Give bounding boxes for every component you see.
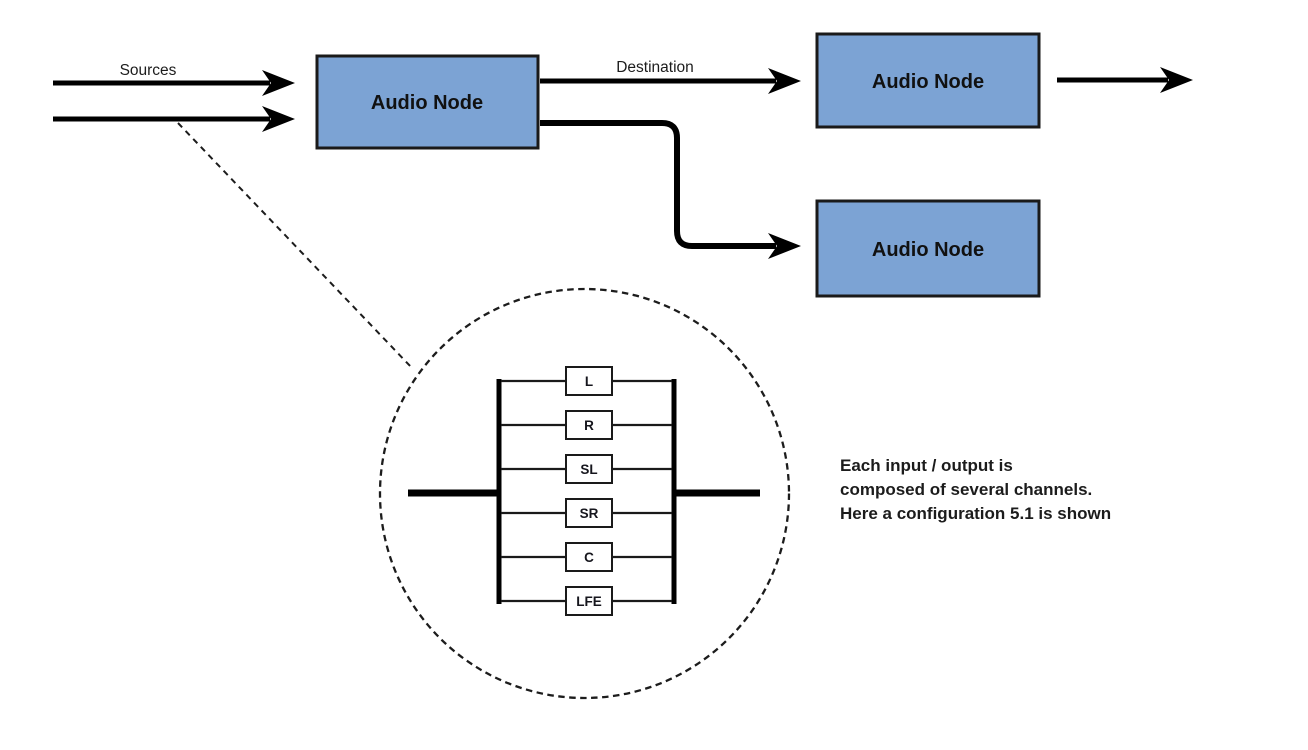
source-arrowhead-1 bbox=[262, 70, 295, 96]
channel-box bbox=[565, 586, 613, 616]
curved-connection-line bbox=[540, 120, 776, 249]
output-arrowhead bbox=[1160, 67, 1193, 93]
audio-node-2 bbox=[815, 32, 1041, 129]
audio-node-1 bbox=[315, 54, 540, 150]
channel-box bbox=[565, 410, 613, 440]
channel-row-lfe: LFE bbox=[501, 586, 672, 616]
channel-label: R bbox=[584, 418, 594, 433]
caption-line-1: Each input / output is bbox=[840, 456, 1013, 475]
channel-detail: L R SL SR bbox=[408, 366, 760, 616]
audio-node-3 bbox=[815, 199, 1041, 298]
channel-box bbox=[565, 542, 613, 572]
zoom-leader-dashed-line bbox=[177, 122, 413, 369]
channel-box bbox=[565, 366, 613, 396]
channel-row-c: C bbox=[501, 542, 672, 572]
destination-arrowhead bbox=[768, 68, 801, 94]
curved-connection-arrowhead bbox=[768, 233, 801, 259]
zoom-dashed-circle bbox=[378, 287, 791, 700]
channel-row-sl: SL bbox=[501, 454, 672, 484]
audio-node-3-label: Audio Node bbox=[872, 239, 984, 261]
audio-node-1-label: Audio Node bbox=[371, 92, 483, 114]
channel-label: C bbox=[584, 550, 594, 565]
caption: Each input / output is composed of sever… bbox=[840, 456, 1111, 523]
channel-row-sr: SR bbox=[501, 498, 672, 528]
caption-line-3: Here a configuration 5.1 is shown bbox=[840, 504, 1111, 523]
destination-label: Destination bbox=[616, 59, 694, 76]
sources-label: Sources bbox=[120, 62, 177, 79]
channel-row-l: L bbox=[501, 366, 672, 396]
channel-box bbox=[565, 454, 613, 484]
channel-row-r: R bbox=[501, 410, 672, 440]
channel-label: SL bbox=[580, 462, 597, 477]
channel-label: L bbox=[585, 374, 593, 389]
channel-box bbox=[565, 498, 613, 528]
channel-label: LFE bbox=[576, 594, 602, 609]
audio-node-2-label: Audio Node bbox=[872, 71, 984, 93]
source-arrowhead-2 bbox=[262, 106, 295, 132]
caption-line-2: composed of several channels. bbox=[840, 480, 1092, 499]
channel-label: SR bbox=[580, 506, 599, 521]
